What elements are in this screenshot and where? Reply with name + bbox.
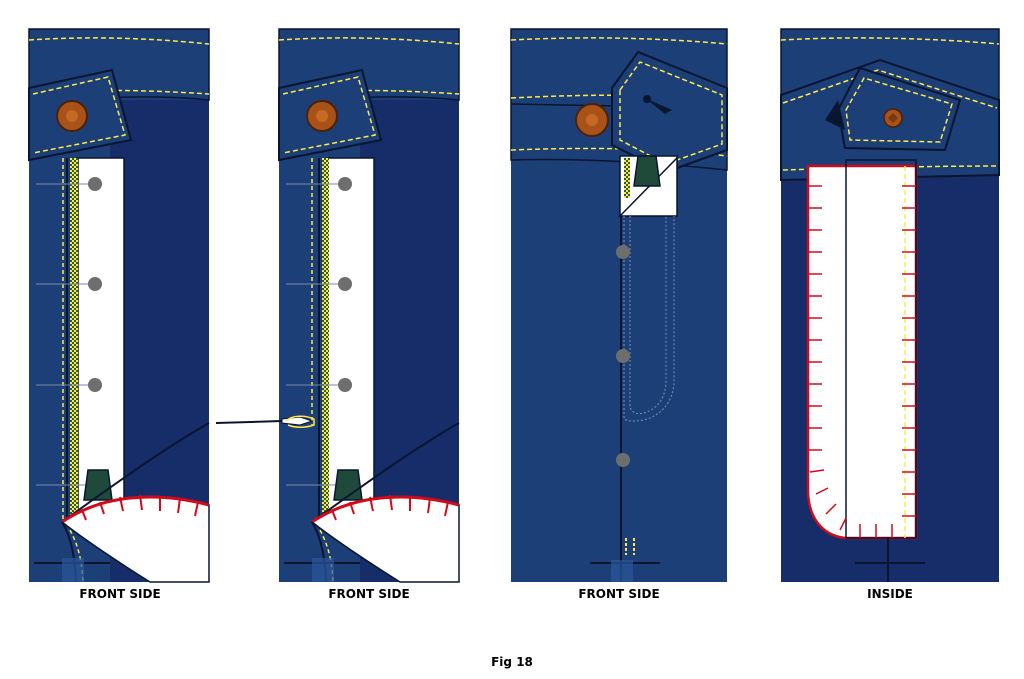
fold-line xyxy=(61,422,210,523)
buttonhole-icon xyxy=(645,98,672,114)
red-edge-ticks-bottom xyxy=(859,524,893,538)
panel-2 xyxy=(278,28,460,583)
buttonhole-tab xyxy=(611,50,728,174)
fly-facing-outline xyxy=(845,159,917,539)
tab-stitch xyxy=(619,61,723,165)
fly-stitch-dotted xyxy=(629,216,667,415)
red-edge-ticks-right xyxy=(902,185,916,517)
zipper-pull-icon xyxy=(633,155,661,187)
panel-4-label: INSIDE xyxy=(867,587,913,601)
zipper-tape xyxy=(70,158,78,518)
pocketing-white xyxy=(806,164,918,540)
panel-3 xyxy=(510,28,728,582)
panel-4 xyxy=(780,28,1000,582)
pocketing-white xyxy=(327,157,375,524)
panel-3-label: FRONT SIDE xyxy=(578,587,659,601)
pin-icon xyxy=(36,378,102,392)
inseam-shadow xyxy=(312,558,334,582)
tab-stitch xyxy=(32,76,126,154)
inseam-shadow xyxy=(611,560,633,582)
pin-icon xyxy=(616,349,630,363)
thread xyxy=(285,415,315,428)
button-icon-center xyxy=(66,110,78,122)
waistband-stitch xyxy=(278,37,460,45)
needle-icon xyxy=(215,415,315,428)
folded-corner xyxy=(618,156,678,217)
waistband-stitch xyxy=(28,37,210,45)
panel-1 xyxy=(28,28,210,583)
pin-icon xyxy=(616,453,630,467)
fly-stitch-dotted xyxy=(623,216,675,422)
fold-line xyxy=(311,422,460,523)
pin-icon xyxy=(286,177,352,191)
button-icon-center xyxy=(316,110,328,122)
tab-stitch xyxy=(282,76,376,154)
red-edge-stitch xyxy=(61,495,210,524)
pin-icon xyxy=(36,277,102,291)
waistband-stitch xyxy=(28,89,210,95)
waistband-stitch xyxy=(510,37,728,45)
pin-icon xyxy=(286,277,352,291)
inseam-shadow xyxy=(62,558,84,582)
waistband-stitch xyxy=(278,89,460,95)
buttonhole-eye xyxy=(643,95,651,103)
pin-icon xyxy=(616,245,630,259)
button-icon-center xyxy=(888,113,898,123)
panel-2-label: FRONT SIDE xyxy=(328,587,409,601)
red-edge-ticks-left xyxy=(808,185,847,531)
pin-icon xyxy=(36,177,102,191)
waistband-stitch xyxy=(780,37,1000,45)
red-tack-marks xyxy=(81,494,199,521)
button-icon-center xyxy=(586,114,598,126)
button-tab xyxy=(836,66,962,152)
zipper-tape xyxy=(322,158,329,518)
waistband-stitch xyxy=(782,69,998,109)
tab-stitch xyxy=(845,77,953,143)
zipper-tape xyxy=(624,158,630,198)
red-tack-marks xyxy=(331,494,449,521)
pocketing-white xyxy=(77,157,125,524)
figure-caption: Fig 18 xyxy=(491,655,533,669)
pin-icon xyxy=(286,378,352,392)
dark-tab-edge xyxy=(825,100,845,130)
panel-1-label: FRONT SIDE xyxy=(79,587,160,601)
red-edge-stitch xyxy=(311,495,460,524)
